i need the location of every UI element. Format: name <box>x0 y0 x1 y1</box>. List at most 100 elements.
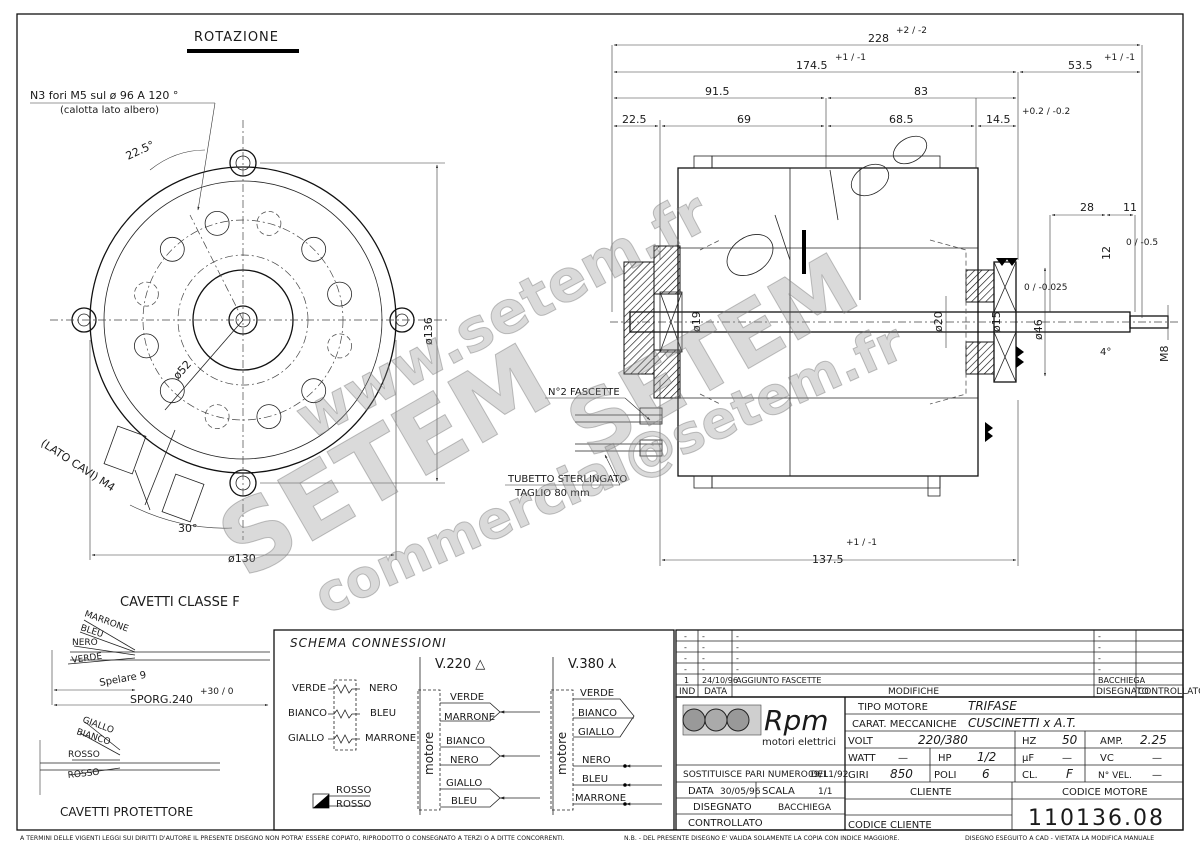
carat-value: CUSCINETTI x A.T. <box>968 716 1076 730</box>
prot-wire-rosso-1: ROSSO <box>68 750 100 760</box>
revision-cell-data: - <box>702 643 705 652</box>
rosso-1: ROSSO <box>336 785 372 796</box>
revision-cell-ind: - <box>684 654 687 663</box>
prot-title: CAVETTI PROTETTORE <box>60 805 193 819</box>
v380-motore: motore <box>555 732 569 775</box>
v220-wire-nero: NERO <box>450 755 479 766</box>
dim-dia-15: ø15 <box>990 311 1003 332</box>
pair-3-b: MARRONE <box>365 733 416 744</box>
dim-dia-46-tol: 0 / -0.025 <box>1024 283 1068 293</box>
dim-69: 69 <box>737 113 751 126</box>
hdr-data: DATA <box>704 687 728 697</box>
codice-cliente-label: CODICE CLIENTE <box>848 820 932 831</box>
dim-12: 12 <box>1100 246 1113 260</box>
dim-228: 228 <box>868 32 889 45</box>
revision-cell-data: - <box>702 665 705 674</box>
side-view: 28 11 12 0 / -0.5 ø46 0 / -0.025 ø15 ø20… <box>505 26 1180 566</box>
tipo-value: TRIFASE <box>968 699 1017 713</box>
revision-cell-dis: - <box>1098 643 1101 652</box>
logo-subtext: motori elettrici <box>762 737 836 748</box>
pair-1-b: NERO <box>369 683 398 694</box>
giri-label: GIRI <box>848 770 869 781</box>
dim-174-5: 174.5 <box>796 59 828 72</box>
revision-cell-data: - <box>702 632 705 641</box>
cliente-label: CLIENTE <box>910 787 952 798</box>
cl-label: CL. <box>1022 770 1038 781</box>
dim-angle-4: 4° <box>1100 347 1111 358</box>
carat-label: CARAT. MECCANICHE <box>852 719 957 730</box>
dim-14-tol: +0.2 / -0.2 <box>1022 107 1070 117</box>
dim-91-5: 91.5 <box>705 85 730 98</box>
lato-cavi-label: (LATO CAVI) M4 <box>38 437 117 495</box>
wire-nero: NERO <box>72 638 98 648</box>
tubetto-label: TUBETTO STERLINGATO <box>507 474 627 485</box>
schema-title: SCHEMA CONNESSIONI <box>290 636 447 650</box>
vent-holes <box>133 210 353 430</box>
vent-hole <box>256 210 282 236</box>
dim-dia-130: ø130 <box>228 552 256 565</box>
left-end-cap-section <box>623 245 681 399</box>
disegnato-label: DISEGNATO <box>693 802 752 813</box>
uf-value: — <box>1062 753 1072 764</box>
dim-174-tol: +1 / -1 <box>835 53 866 63</box>
dim-28: 28 <box>1080 201 1094 214</box>
dim-83: 83 <box>914 85 928 98</box>
vc-value: — <box>1152 753 1162 764</box>
wire-verde: VERDE <box>71 652 103 666</box>
revision-cell-ind: - <box>684 632 687 641</box>
pair-2-b: BLEU <box>370 708 396 719</box>
sost-label: SOSTITUISCE PARI NUMERO DEL <box>683 770 828 780</box>
v220-label: V.220 △ <box>435 657 485 672</box>
revision-cell-dis: - <box>1098 654 1101 663</box>
dim-53-tol: +1 / -1 <box>1104 53 1135 63</box>
spelare-label: Spelare 9 <box>99 670 148 689</box>
sporg-tol: +30 / 0 <box>200 687 234 697</box>
schema-connessioni: SCHEMA CONNESSIONI VERDE NERO BIANCO BLE… <box>273 629 675 831</box>
volt-label: VOLT <box>848 736 874 747</box>
revision-cell-data: 24/10/96 <box>702 676 738 685</box>
watt-value: — <box>898 753 908 764</box>
pair-1-a: VERDE <box>292 683 326 694</box>
holes-note: N3 fori M5 sul ø 96 A 120 ° <box>30 89 178 102</box>
tipo-label: TIPO MOTORE <box>857 702 928 713</box>
revision-cell-mod: - <box>736 632 739 641</box>
pair-3-a: GIALLO <box>288 733 324 744</box>
revision-cell-ind: - <box>684 665 687 674</box>
v380-wire-verde: VERDE <box>580 688 614 699</box>
rotation-title-block: ROTAZIONE <box>187 30 299 53</box>
revision-cell-ind: 1 <box>684 676 689 685</box>
dim-dia-19: ø19 <box>690 311 703 332</box>
revision-cell-dis: BACCHIEGA <box>1098 676 1146 685</box>
revision-cell-mod: - <box>736 665 739 674</box>
cl-value: F <box>1066 767 1074 781</box>
footer-right: DISEGNO ESEGUITO A CAD - VIETATA LA MODI… <box>965 835 1154 842</box>
sost-value: 09/11/92 <box>808 770 848 780</box>
revision-cell-mod: - <box>736 643 739 652</box>
vent-hole <box>133 281 159 307</box>
revision-cell-data: - <box>702 654 705 663</box>
nvel-value: — <box>1152 770 1162 781</box>
revision-cell-ind: - <box>684 643 687 652</box>
vent-hole <box>133 333 159 359</box>
codice-motore-value: 110136.08 <box>1028 806 1165 831</box>
hp-value: 1/2 <box>977 750 996 764</box>
hz-label: HZ <box>1022 736 1037 747</box>
footer-notes: A TERMINI DELLE VIGENTI LEGGI SUI DIRITT… <box>20 835 1154 842</box>
scala-label: SCALA <box>762 786 795 797</box>
right-end-cap-section <box>965 261 1017 383</box>
hdr-modifiche: MODIFICHE <box>888 687 939 697</box>
disegnato-value: BACCHIEGA <box>778 803 832 813</box>
dim-m8: M8 <box>1158 346 1171 363</box>
dim-22-5: 22.5 <box>622 113 647 126</box>
data-value: 30/05/96 <box>720 787 761 797</box>
footer-mid: N.B. - DEL PRESENTE DISEGNO E' VALIDA SO… <box>624 835 899 842</box>
dim-11: 11 <box>1123 201 1137 214</box>
rpm-logo: Rpm motori elettrici <box>682 704 836 748</box>
v220-wire-marrone: MARRONE <box>444 712 495 723</box>
v220-wire-giallo: GIALLO <box>446 778 482 789</box>
revision-cell-mod: AGGIUNTO FASCETTE <box>736 676 821 685</box>
amp-value: 2.25 <box>1140 733 1167 747</box>
